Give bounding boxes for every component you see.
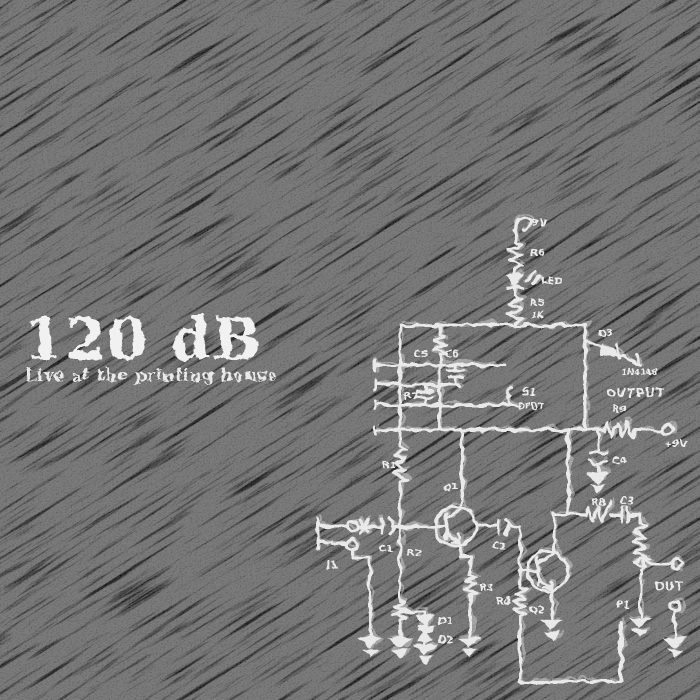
label-c6: C6 bbox=[445, 349, 459, 360]
label-r9: R9 bbox=[612, 404, 627, 415]
label-r3: R3 bbox=[479, 583, 494, 594]
label-output: OUTPUT bbox=[606, 386, 665, 400]
label-r5-value: 1K bbox=[531, 311, 544, 321]
label-s1: S1 bbox=[522, 387, 536, 398]
label-d1: D1 bbox=[438, 616, 453, 627]
label-c3: C3 bbox=[620, 496, 634, 507]
label-d2: D2 bbox=[438, 635, 453, 646]
label-c5: C5 bbox=[413, 349, 427, 360]
label-r4: R4 bbox=[496, 596, 511, 607]
label-r6: R6 bbox=[530, 248, 545, 259]
label-r2: R2 bbox=[407, 548, 422, 559]
label-d3: D3 bbox=[598, 328, 613, 339]
label-s1-type: DPDT bbox=[518, 402, 544, 412]
label-c4: C4 bbox=[612, 456, 626, 467]
label-q1: Q1 bbox=[443, 482, 459, 493]
label-j1: J1 bbox=[326, 560, 338, 571]
label-p1: P1 bbox=[616, 600, 630, 611]
label-c1: C1 bbox=[379, 544, 393, 555]
label-r5: R5 bbox=[530, 298, 545, 309]
label-r1: R1 bbox=[382, 460, 397, 471]
label-supply: +9V bbox=[664, 439, 687, 450]
label-out: OUT bbox=[654, 579, 684, 593]
label-r7: R7 bbox=[404, 391, 419, 402]
label-led: LED bbox=[541, 276, 563, 287]
label-c2: C2 bbox=[492, 541, 506, 552]
label-d3-value: 1N4148 bbox=[621, 368, 658, 378]
album-title: 120 dB bbox=[24, 306, 263, 373]
schematic-labels: 9V R6 LED R5 1K C5 C6 R7 S1 DPDT D3 1N41… bbox=[326, 218, 687, 646]
label-q2: Q2 bbox=[529, 605, 545, 616]
label-battery: 9V bbox=[532, 218, 547, 229]
label-r8: R8 bbox=[591, 497, 606, 508]
album-subtitle: Live at the printing house bbox=[25, 366, 278, 385]
